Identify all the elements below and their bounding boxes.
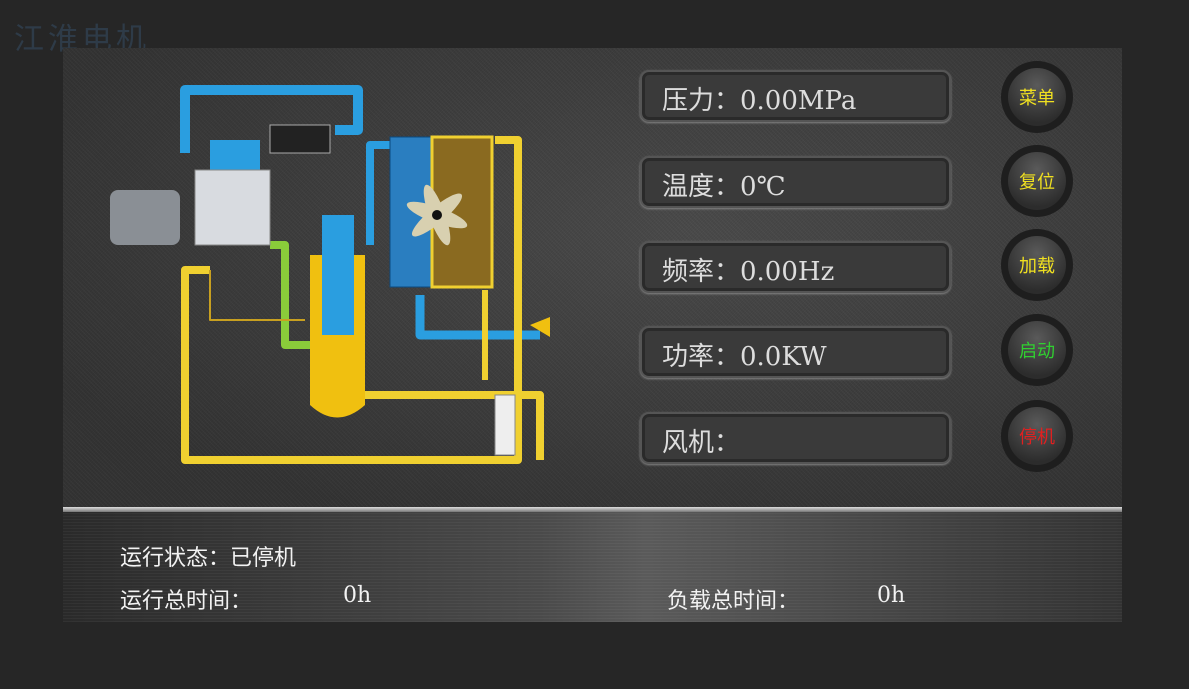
load-button-label: 加载 [1008,236,1066,294]
power-readout: 功率：0.0KW [640,326,951,378]
outlet-valve-icon [530,317,550,337]
menu-button-label: 菜单 [1008,68,1066,126]
menu-button[interactable]: 菜单 [1001,61,1073,133]
run-state-text: 运行状态：已停机 [120,546,297,571]
fan-readout: 风机： [640,412,951,464]
drain-filter-icon [494,394,516,456]
stop-button-label: 停机 [1008,407,1066,465]
compressor-diagram [110,85,550,464]
solenoid-icon [269,124,331,154]
frequency-readout: 频率：0.00Hz [640,241,951,293]
run-time-value: 0h [343,583,372,608]
run-time-label: 运行总时间： [120,589,253,614]
load-time-label: 负载总时间： [667,589,800,614]
motor-icon [110,190,180,245]
temperature-readout: 温度：0℃ [640,156,951,208]
fan-icon [406,184,468,246]
start-button-label: 启动 [1008,321,1066,379]
status-bar [63,512,1122,622]
pressure-readout: 压力：0.00MPa [640,70,951,122]
stop-button[interactable]: 停机 [1001,400,1073,472]
reset-button[interactable]: 复位 [1001,145,1073,217]
air-end-icon [194,169,271,246]
valve-icon [210,140,260,170]
divider [63,507,1122,512]
start-button[interactable]: 启动 [1001,314,1073,386]
load-button[interactable]: 加载 [1001,229,1073,301]
filter-icon [322,215,354,335]
reset-button-label: 复位 [1008,152,1066,210]
load-time-value: 0h [877,583,906,608]
